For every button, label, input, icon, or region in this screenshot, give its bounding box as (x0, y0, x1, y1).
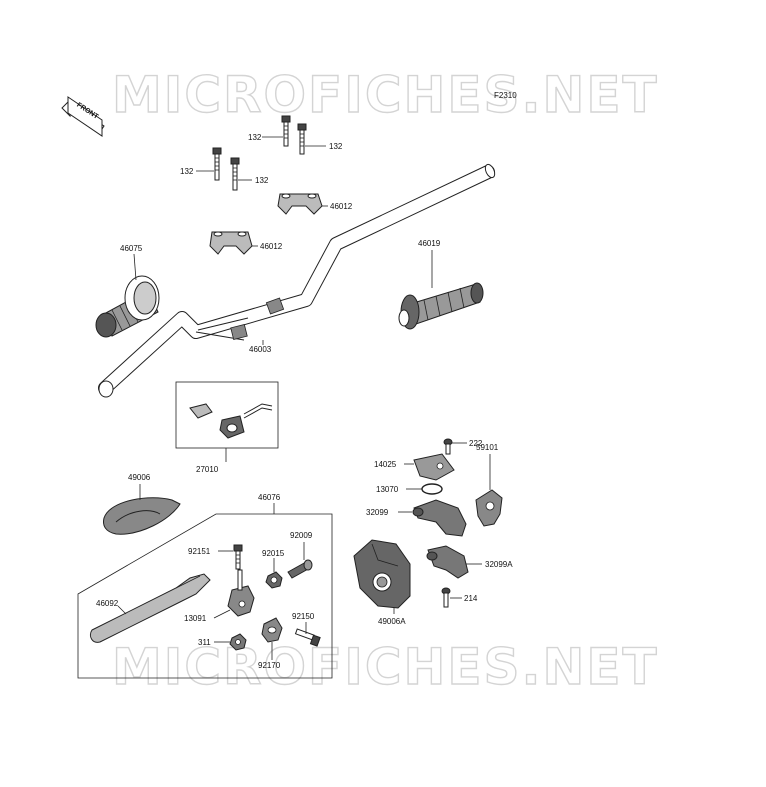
label-guard: 49006 (128, 473, 151, 482)
label-handlebar: 46003 (249, 345, 272, 354)
washer-icon (421, 483, 443, 495)
clamp-upper-icon (277, 193, 323, 215)
bolt-icon (233, 544, 243, 570)
label-214: 214 (464, 594, 478, 603)
front-arrow-icon: FRONT (61, 96, 105, 137)
label-bolt-c: 132 (180, 167, 194, 176)
bracket-lower-icon (426, 545, 469, 579)
label-92015: 92015 (262, 549, 285, 558)
label-32099a: 32099A (485, 560, 513, 569)
throttle-housing-icon (353, 539, 411, 609)
label-clamp-upper: 46012 (330, 202, 353, 211)
bolt-icon (230, 157, 240, 191)
bolt-icon (212, 147, 222, 181)
bolt-icon (281, 115, 291, 147)
nut-icon (229, 633, 247, 651)
screw-icon (287, 559, 313, 579)
grip-left-icon (95, 275, 160, 338)
guard-icon (103, 497, 181, 535)
bolt-icon (297, 123, 307, 155)
switch-icon (189, 403, 273, 439)
label-13091: 13091 (184, 614, 207, 623)
watermark-bottom: MICROFICHES.NET (112, 638, 659, 696)
label-clamp-lower: 46012 (260, 242, 283, 251)
lever-icon (89, 573, 211, 643)
label-lever: 46092 (96, 599, 119, 608)
watermark-top: MICROFICHES.NET (112, 66, 659, 124)
nut-icon (265, 571, 283, 589)
label-92150: 92150 (292, 612, 315, 621)
label-bolt-d: 132 (255, 176, 269, 185)
screw-icon (441, 587, 451, 608)
label-grip-left: 46075 (120, 244, 143, 253)
label-59101: 59101 (476, 443, 499, 452)
label-14025: 14025 (374, 460, 397, 469)
label-92151: 92151 (188, 547, 211, 556)
label-49006a: 49006A (378, 617, 406, 626)
handlebar-icon (98, 163, 496, 398)
lever-assy-box (77, 513, 333, 679)
label-bolt-b: 132 (329, 142, 343, 151)
cover-icon (413, 453, 455, 481)
bracket-icon (227, 569, 255, 617)
diagram-code: F2310 (494, 91, 517, 100)
bolt-icon (294, 628, 321, 647)
clamp-lower-icon (209, 231, 253, 255)
label-lever-assy: 46076 (258, 493, 281, 502)
switch-assy-box (175, 381, 279, 449)
label-222: 222 (469, 439, 483, 448)
label-32099: 32099 (366, 508, 389, 517)
label-13070: 13070 (376, 485, 399, 494)
label-grip-right: 46019 (418, 239, 441, 248)
label-311: 311 (198, 638, 211, 647)
grip-right-icon (398, 282, 484, 330)
screw-icon (443, 438, 453, 455)
label-92170: 92170 (258, 661, 281, 670)
housing-icon (475, 489, 503, 527)
bracket-upper-icon (412, 499, 467, 537)
label-bolt-a: 132 (248, 133, 262, 142)
label-switch-assy: 27010 (196, 465, 219, 474)
label-92009: 92009 (290, 531, 313, 540)
adjuster-icon (261, 617, 283, 643)
